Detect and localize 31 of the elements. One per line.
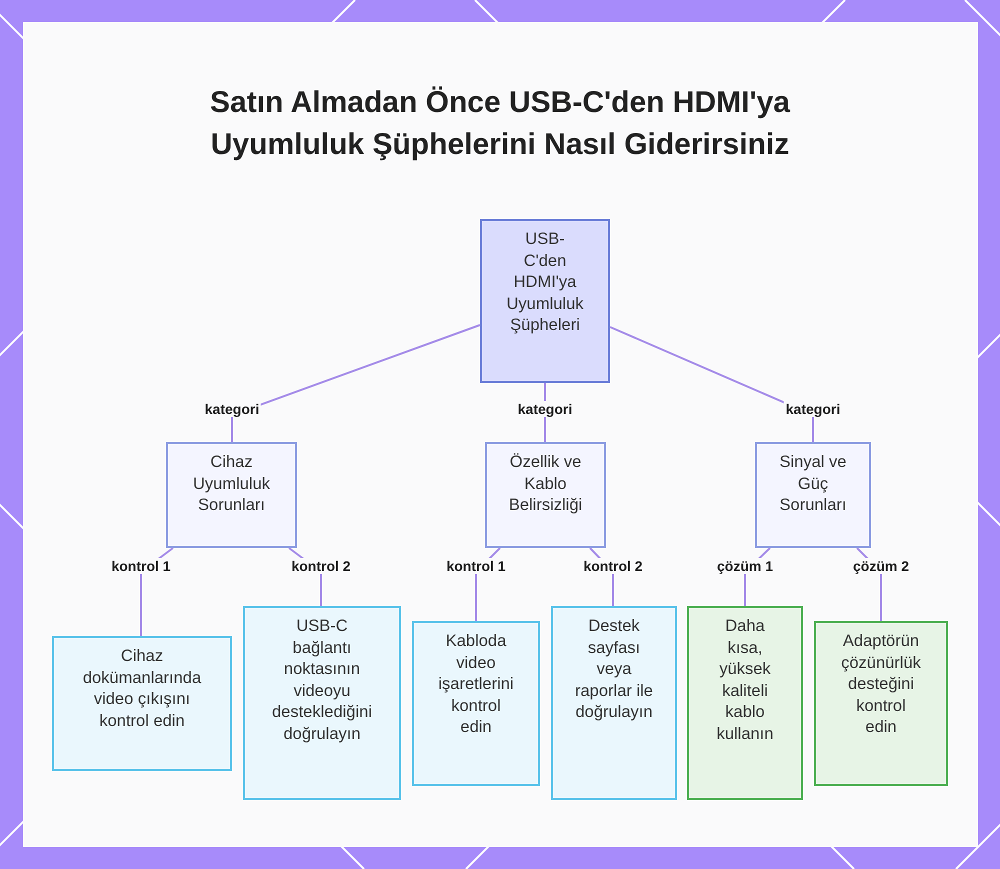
- edge-label: çözüm 2: [851, 558, 911, 574]
- node-label: Kabloda video işaretlerini kontrol edin: [437, 631, 515, 738]
- node-label: Cihaz dokümanlarında video çıkışını kontrol edin: [82, 646, 202, 732]
- node-label: Özellik ve Kablo Belirsizliği: [508, 452, 584, 516]
- category-box: [755, 442, 871, 548]
- edge-label: kategori: [784, 401, 842, 417]
- node-label: USB-C'den HDMI'ya Uyumluluk Şüpheleri: [505, 229, 585, 336]
- check-step-box: [52, 636, 232, 771]
- edge-label: kontrol 2: [581, 558, 645, 574]
- edge-label: kategori: [202, 401, 262, 417]
- check-step-box: [551, 606, 677, 800]
- diagram-title: Satın Almadan Önce USB-C'den HDMI'ya Uyumluluk Şüphelerini Nasıl Giderirsiniz: [209, 85, 792, 163]
- node-label: USB-C bağlantı noktasının videoyu desteklediğini doğrulayın: [271, 616, 373, 744]
- edge-label: çözüm 1: [715, 558, 775, 574]
- node-label: Destek sayfası veya raporlar ile doğrulayın: [575, 616, 653, 723]
- connector-line: [231, 324, 480, 442]
- category-box: [166, 442, 297, 548]
- node-label: Daha kısa, yüksek kaliteli kablo kullanın: [716, 616, 774, 744]
- node-label: Cihaz Uyumluluk Sorunları: [192, 452, 272, 516]
- category-box: [485, 442, 606, 548]
- edge-label: kontrol 1: [109, 558, 173, 574]
- check-step-box: [243, 606, 401, 800]
- check-step-box: [412, 621, 540, 786]
- root-topic-box: [480, 219, 610, 383]
- solution-box: [814, 621, 948, 786]
- solution-box: [687, 606, 803, 800]
- node-label: Sinyal ve Güç Sorunları: [778, 452, 848, 516]
- edge-label: kategori: [516, 401, 574, 417]
- edge-label: kontrol 2: [289, 558, 353, 574]
- edge-label: kontrol 1: [444, 558, 508, 574]
- node-label: Adaptörün çözünürlük desteğini kontrol edin: [840, 631, 922, 738]
